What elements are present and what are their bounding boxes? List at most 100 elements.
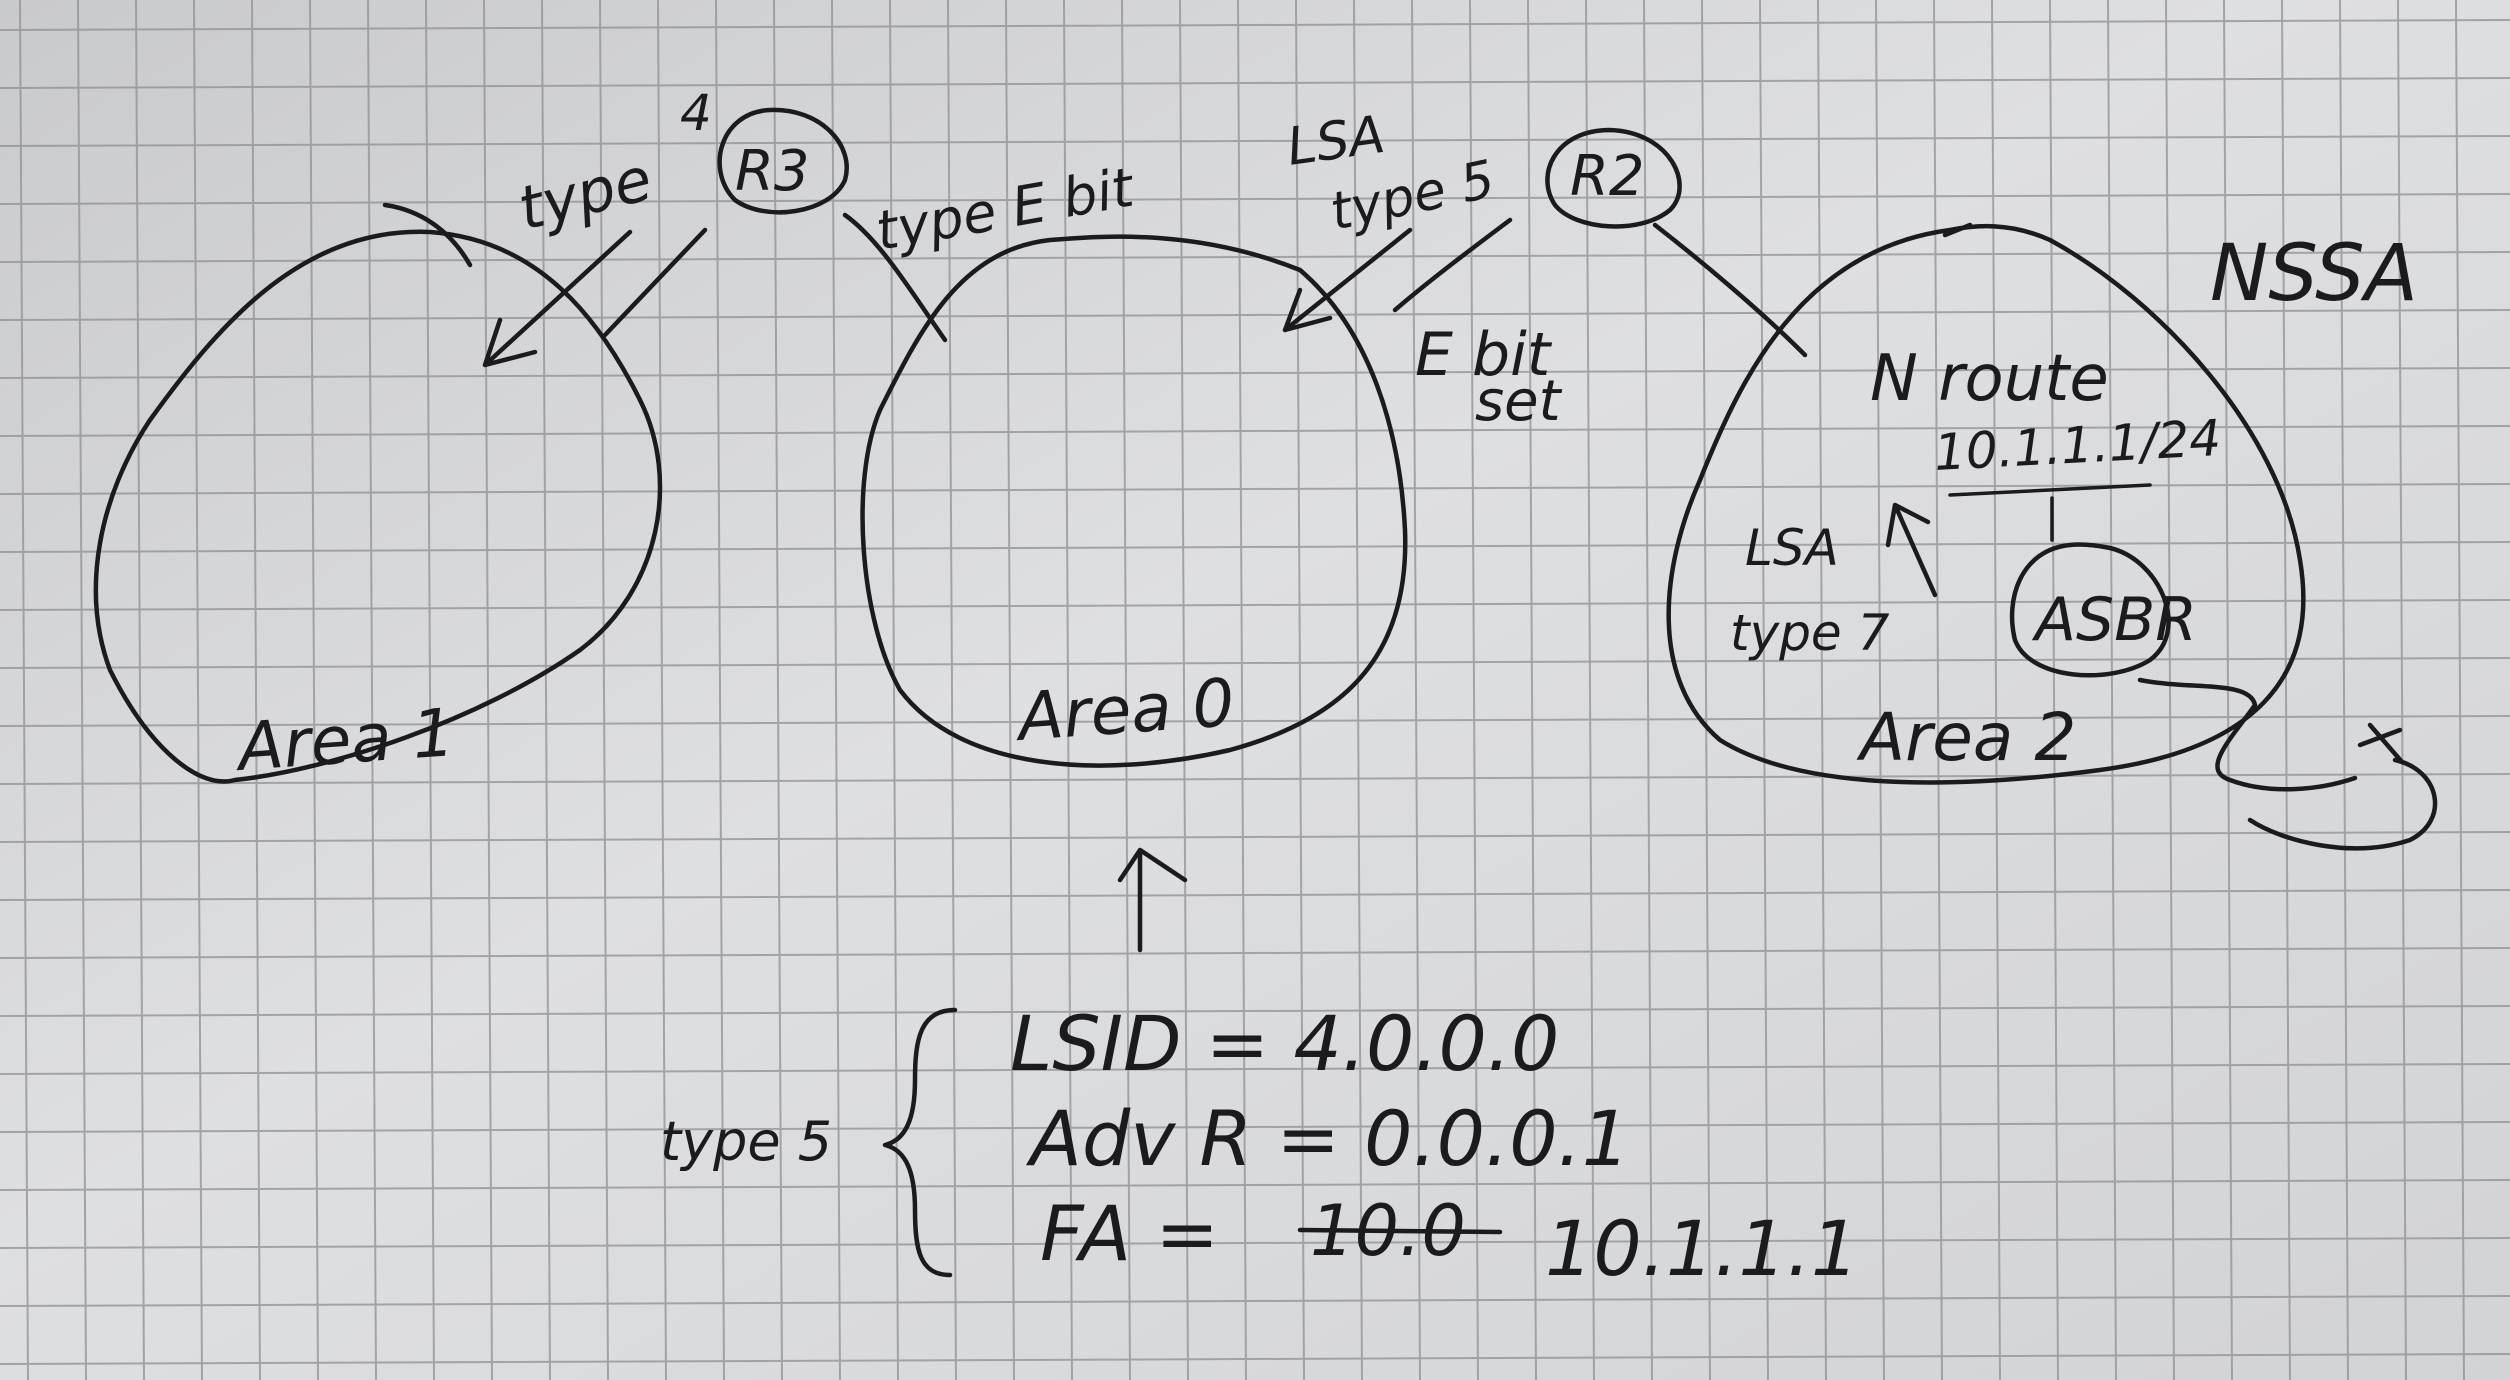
lsa-type7-top: LSA <box>1745 519 1839 577</box>
grid-horizontal-line <box>0 309 2510 321</box>
grid-vertical-line <box>77 0 87 1380</box>
n-route-label: N route <box>1870 342 2109 416</box>
curly-brace <box>882 1007 958 1278</box>
area1-boundary-tick <box>382 202 473 268</box>
grid-vertical-line <box>483 0 493 1380</box>
grid-vertical-line <box>715 0 725 1380</box>
grid-horizontal-line <box>0 1179 2510 1191</box>
grid-vertical-line <box>1875 0 1885 1380</box>
grid-vertical-line <box>1121 0 1131 1380</box>
type4-arrow-2 <box>602 227 708 338</box>
grid-horizontal-line <box>0 1295 2510 1307</box>
grid-horizontal-line <box>0 947 2510 959</box>
grid-vertical-line <box>599 0 609 1380</box>
grid-vertical-line <box>1585 0 1595 1380</box>
area-0: Area 0 <box>860 234 1408 768</box>
area-1: Area 1 <box>93 229 663 786</box>
grid-vertical-line <box>19 0 29 1380</box>
grid-vertical-line <box>1527 0 1537 1380</box>
lsid-line: LSID = 4.0.0.0 <box>1010 999 1559 1088</box>
area-2-outline <box>1666 223 2306 785</box>
grid-vertical-line <box>2281 0 2291 1380</box>
grid-horizontal-line <box>0 1063 2510 1075</box>
area-0-label: Area 0 <box>1012 664 1237 756</box>
e-bit-pointer <box>1392 217 1513 313</box>
type4-number: 4 <box>680 84 712 142</box>
grid-vertical-line <box>1411 0 1421 1380</box>
grid-vertical-line <box>2339 0 2349 1380</box>
r2-to-nssa-link <box>1652 222 1808 358</box>
type5-detail-block: type 5 LSID = 4.0.0.0 Adv R = 0.0.0.1 FA… <box>660 999 1859 1293</box>
lsa-type7-bottom: type 7 <box>1730 604 1890 662</box>
grid-vertical-line <box>1295 0 1305 1380</box>
r3-label: R3 <box>735 139 810 204</box>
grid-horizontal-line <box>0 773 2510 785</box>
grid-horizontal-line <box>0 1121 2510 1133</box>
grid-horizontal-line <box>0 831 2510 843</box>
grid-horizontal-line <box>0 889 2510 901</box>
area-2: Area 2 NSSA N route 10.1.1.1/24 LSA type… <box>1666 223 2438 851</box>
grid-horizontal-line <box>0 19 2510 31</box>
lsa-type5-top: LSA <box>1283 105 1388 178</box>
grid-vertical-line <box>1991 0 2001 1380</box>
grid-vertical-line <box>251 0 261 1380</box>
grid-vertical-line <box>1179 0 1189 1380</box>
router-r2: R2 LSA type 5 E bit set <box>1282 105 1973 434</box>
up-arrow <box>1117 847 1188 953</box>
grid-vertical-line <box>2165 0 2175 1380</box>
grid-vertical-line <box>1237 0 1247 1380</box>
grid-vertical-line <box>1005 0 1015 1380</box>
grid-vertical-line <box>2455 0 2465 1380</box>
external-route-loop <box>2137 677 2438 851</box>
nssa-boundary-tick <box>1942 222 1973 238</box>
grid-horizontal-line <box>0 1353 2510 1365</box>
type-e-bit-link <box>842 212 948 343</box>
grid-vertical-line <box>541 0 551 1380</box>
grid-vertical-line <box>1817 0 1827 1380</box>
asbr-circle <box>2009 542 2171 678</box>
grid-vertical-line <box>1469 0 1479 1380</box>
grid-vertical-line <box>1933 0 1943 1380</box>
fa-prefix: FA = <box>1040 1189 1219 1278</box>
grid-horizontal-line <box>0 77 2510 89</box>
grid-vertical-line <box>193 0 203 1380</box>
grid-horizontal-line <box>0 599 2510 611</box>
strike-through <box>1297 1227 1503 1235</box>
e-bit-top: E bit <box>1415 320 1553 390</box>
grid-vertical-line <box>1063 0 1073 1380</box>
grid-vertical-line <box>2107 0 2117 1380</box>
grid-vertical-line <box>1643 0 1653 1380</box>
type4-arrow-1 <box>482 229 633 368</box>
grid-vertical-line <box>657 0 667 1380</box>
nssa-label: NSSA <box>2210 229 2418 319</box>
area-2-label: Area 2 <box>1856 699 2076 776</box>
grid-horizontal-line <box>0 193 2510 205</box>
e-bit-bottom: set <box>1475 369 1563 434</box>
grid-horizontal-line <box>0 715 2510 727</box>
grid-vertical-line <box>1701 0 1711 1380</box>
grid-horizontal-line <box>0 657 2510 669</box>
grid-horizontal-line <box>0 483 2510 495</box>
r2-label: R2 <box>1570 144 1645 209</box>
grid-horizontal-line <box>0 367 2510 379</box>
grid-vertical-line <box>2397 0 2407 1380</box>
adv-r-line: Adv R = 0.0.0.1 <box>1025 1094 1630 1183</box>
grid-vertical-line <box>135 0 145 1380</box>
grid-vertical-line <box>367 0 377 1380</box>
grid-vertical-line <box>831 0 841 1380</box>
fa-value: 10.1.1.1 <box>1545 1204 1859 1293</box>
prefix-underline <box>1948 483 2152 497</box>
type5-brace-label: type 5 <box>660 1110 832 1173</box>
area-0-outline <box>860 234 1408 768</box>
asbr-label: ASBR <box>2031 585 2197 655</box>
grid-vertical-line <box>1759 0 1769 1380</box>
grid-vertical-line <box>947 0 957 1380</box>
grid-vertical-line <box>1353 0 1363 1380</box>
grid-horizontal-line <box>0 425 2510 437</box>
type7-arrow <box>1885 502 1938 598</box>
r3-circle <box>717 107 849 215</box>
area-1-outline <box>93 229 663 784</box>
grid-horizontal-line <box>0 1237 2510 1249</box>
